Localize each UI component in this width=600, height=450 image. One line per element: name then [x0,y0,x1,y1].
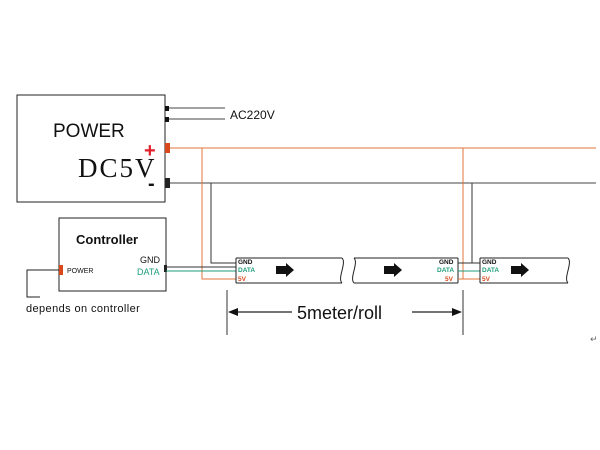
ac-input-label: AC220V [230,108,275,122]
strip3-data-label: DATA [482,267,499,274]
strip1-5v-label: 5V [238,276,247,283]
controller-note: depends on controller [26,303,140,315]
negative-terminal [165,178,170,188]
dimension-arrow-right-icon [452,308,462,316]
strip2-data-label: DATA [437,267,454,274]
dimension-length-label: 5meter/roll [297,303,382,323]
positive-terminal-label: + [144,140,156,162]
power-supply-box [16,94,166,203]
strip1-data-label: DATA [238,267,255,274]
controller-box [58,217,167,292]
negative-drop-strip1 [210,183,236,264]
power-supply-voltage: DC5V [78,153,157,183]
strip2-5v-label: 5V [445,276,454,283]
dimension-arrow-left-icon [228,308,238,316]
strip3-gnd-label: GND [482,259,497,266]
led-strip-3: GND DATA 5V [479,257,570,284]
ac-terminal-1 [165,106,169,111]
strip2-gnd-label: GND [439,259,454,266]
strip3-direction-arrow-icon [511,263,529,277]
controller-power-lead [26,269,59,298]
strip1-gnd-label: GND [238,259,253,266]
controller-data-label: DATA [137,267,160,277]
led-strip-2: GND DATA 5V [352,257,459,284]
positive-drop-strip1 [201,148,236,280]
paragraph-mark: ↵ [590,334,598,344]
led-strip-1: GND DATA 5V [235,257,344,284]
positive-terminal [165,143,170,153]
controller-power-terminal [59,265,63,275]
strip1-break-wave [340,257,344,284]
negative-drop-strip3 [471,183,480,264]
strip2-direction-arrow-icon [384,263,402,277]
controller-power-label: POWER [67,268,93,275]
power-supply-title: POWER [53,121,125,142]
controller-output-terminal [164,265,167,272]
negative-terminal-label: - [148,173,155,195]
controller-title: Controller [76,232,138,247]
controller-gnd-label: GND [140,255,161,265]
strip3-break-wave [566,257,570,284]
strip2-break-wave [352,257,356,284]
ac-terminal-2 [165,117,169,122]
strip3-5v-label: 5V [482,276,491,283]
strip1-direction-arrow-icon [276,263,294,277]
